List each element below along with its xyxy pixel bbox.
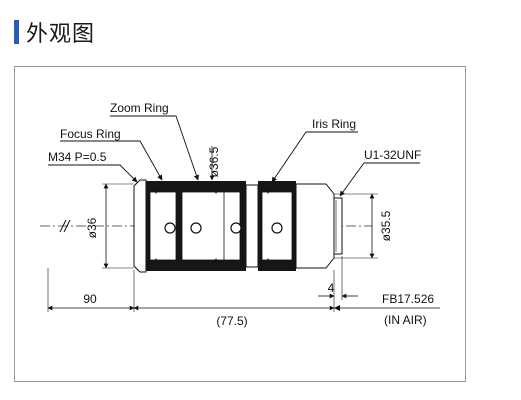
ring-mark-open: OPEN (266, 239, 272, 253)
iris-lock-screw (271, 222, 283, 234)
ring-mark-close: CLOSE (266, 202, 272, 218)
zoom-lock-screw (190, 222, 202, 234)
flange-back-label: FB17.526 (382, 292, 434, 306)
focus-ring-label: Focus Ring (60, 127, 121, 141)
thread-spec-label: M34 P=0.5 (48, 150, 107, 164)
focus-ring-leader (60, 140, 163, 181)
focus-lock-screw (164, 222, 176, 234)
flange-back-arrow (334, 305, 340, 311)
zoom-ring-leader (110, 115, 199, 181)
dia-36-label: ø36 (85, 217, 99, 238)
c-mount-thread (333, 197, 343, 255)
ring-mark-wide: WIDE (204, 239, 210, 252)
len-90-label: 90 (83, 292, 97, 306)
ring-mark-tele: TELE (204, 201, 210, 214)
section-header: 外观图 (14, 19, 96, 47)
zoom-ring-label: Zoom Ring (110, 101, 169, 115)
section-title: 外观图 (26, 22, 96, 47)
len-77-5-label: (77.5) (216, 314, 247, 328)
front-thread-section (133, 179, 147, 273)
iris-ring-label: Iris Ring (312, 117, 356, 131)
mount-leader (339, 162, 420, 197)
ring-mark-far: FAR (160, 203, 166, 213)
dia-36-5-label: ø36.5 (207, 146, 221, 177)
len-4-label: 4 (328, 281, 335, 295)
header-accent-bar (14, 20, 19, 44)
iris-ring-leader (271, 131, 358, 183)
drawing-frame (14, 66, 466, 382)
rear-body (295, 183, 335, 269)
axis-break-mark (59, 219, 67, 233)
ring-mark-near: NEAR (160, 237, 166, 251)
zoom-lock-screw (230, 222, 242, 234)
thread-leader (48, 164, 138, 183)
barrel-collar (245, 184, 259, 268)
mount-spec-label: U1-32UNF (364, 148, 421, 162)
flange-back-note: (IN AIR) (384, 313, 427, 327)
axis-break-mark (63, 219, 71, 233)
dia-35-5-label: ø35.5 (379, 210, 393, 241)
